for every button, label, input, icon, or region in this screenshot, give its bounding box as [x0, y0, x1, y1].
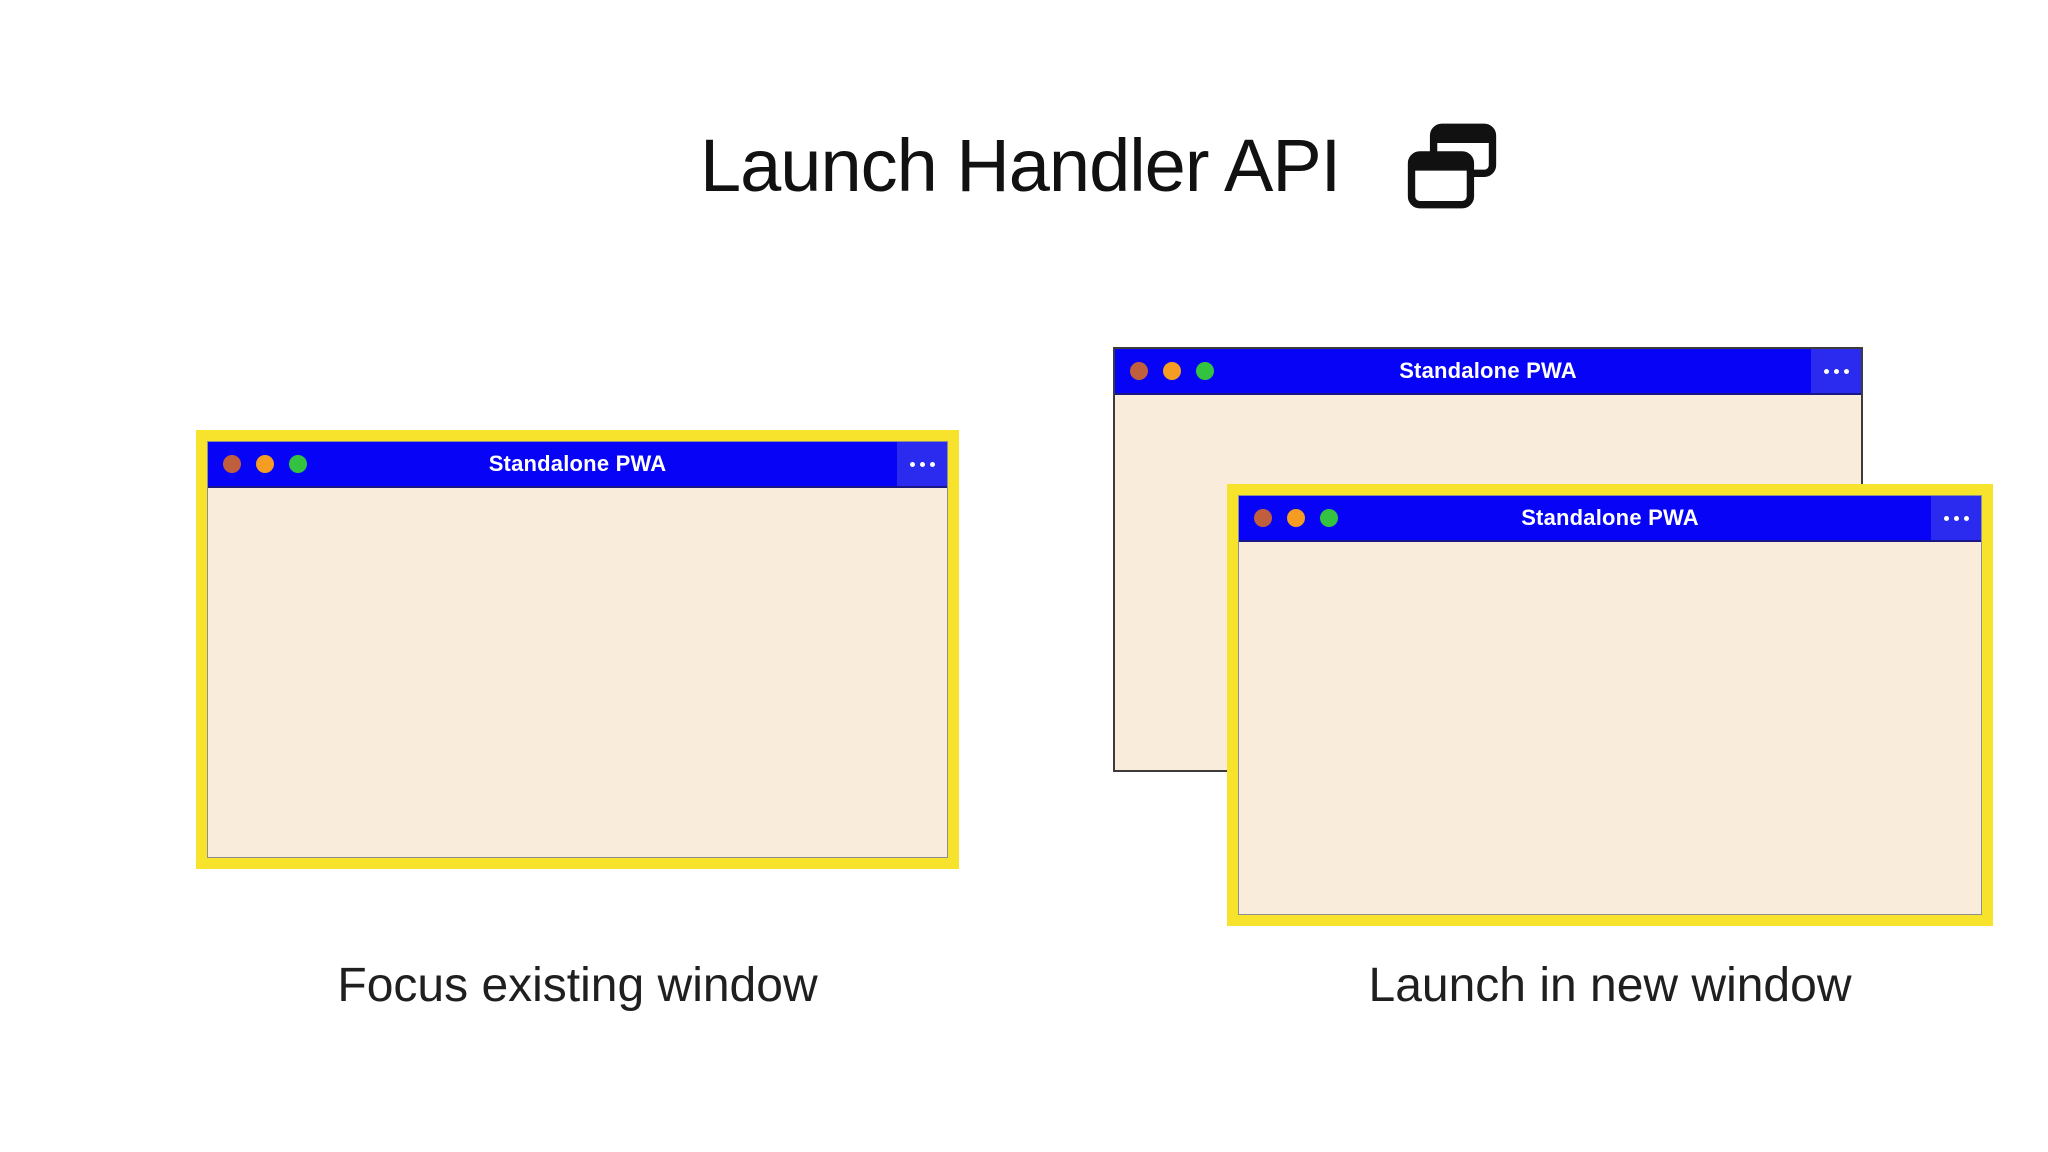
close-button[interactable]	[223, 455, 241, 473]
window-title: Standalone PWA	[488, 451, 667, 476]
minimize-button[interactable]	[256, 455, 274, 473]
minimize-button[interactable]	[1287, 509, 1305, 527]
window-title: Standalone PWA	[1521, 505, 1699, 530]
maximize-button[interactable]	[289, 455, 307, 473]
window-titlebar: Standalone PWA	[208, 442, 947, 488]
close-button[interactable]	[1130, 362, 1148, 380]
page-title: Launch Handler API	[700, 123, 1341, 207]
window-frame: Standalone PWA	[207, 441, 948, 858]
header: Launch Handler API	[700, 118, 1498, 214]
caption-focus-existing-window: Focus existing window	[337, 959, 818, 1012]
focused-existing-pwa-window: Standalone PWA	[197, 431, 958, 868]
overlapping-windows-icon	[1406, 118, 1498, 214]
ellipsis-menu-icon[interactable]	[897, 442, 947, 486]
window-content	[208, 488, 947, 857]
traffic-lights	[223, 455, 307, 473]
maximize-button[interactable]	[1320, 509, 1338, 527]
ellipsis-menu-icon[interactable]	[1811, 349, 1861, 393]
window-titlebar: Standalone PWA	[1239, 496, 1981, 542]
traffic-lights	[1254, 509, 1338, 527]
window-title: Standalone PWA	[1399, 358, 1577, 383]
window-titlebar: Standalone PWA	[1115, 349, 1861, 395]
window-frame: Standalone PWA	[1238, 495, 1982, 915]
traffic-lights	[1130, 362, 1214, 380]
minimize-button[interactable]	[1163, 362, 1181, 380]
maximize-button[interactable]	[1196, 362, 1214, 380]
caption-launch-in-new-window: Launch in new window	[1368, 959, 1852, 1012]
new-pwa-window: Standalone PWA	[1228, 485, 1992, 925]
close-button[interactable]	[1254, 509, 1272, 527]
window-content	[1239, 542, 1981, 914]
ellipsis-menu-icon[interactable]	[1931, 496, 1981, 540]
